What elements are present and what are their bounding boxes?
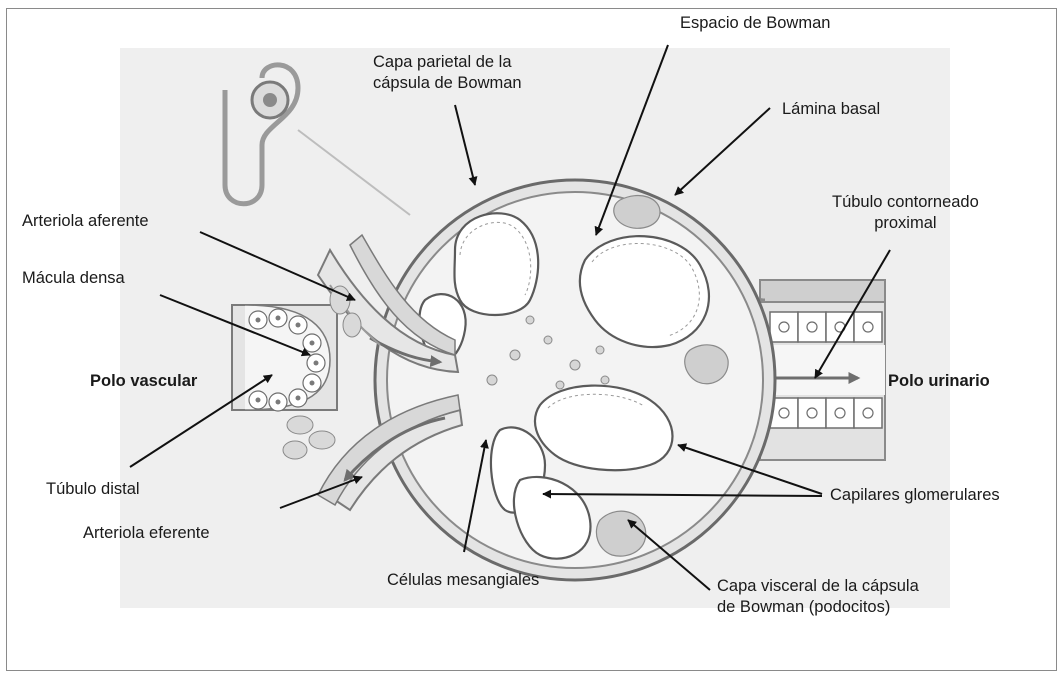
- label-vascular-pole: Polo vascular: [90, 371, 197, 392]
- label-afferent-arteriole: Arteriola aferente: [22, 211, 149, 232]
- label-bowman-space: Espacio de Bowman: [680, 13, 830, 34]
- label-basal-lamina: Lámina basal: [782, 99, 880, 120]
- label-parietal-layer: Capa parietal de la cápsula de Bowman: [373, 52, 522, 94]
- label-mesangial-cells: Células mesangiales: [387, 570, 539, 591]
- label-efferent-arteriole: Arteriola eferente: [83, 523, 210, 544]
- label-proximal-tubule: Túbulo contorneado proximal: [832, 192, 979, 234]
- label-glomerular-capillaries: Capilares glomerulares: [830, 485, 1000, 506]
- label-urinary-pole: Polo urinario: [888, 371, 990, 392]
- label-distal-tubule: Túbulo distal: [46, 479, 140, 500]
- label-macula-densa: Mácula densa: [22, 268, 125, 289]
- label-visceral-layer: Capa visceral de la cápsula de Bowman (p…: [717, 576, 919, 618]
